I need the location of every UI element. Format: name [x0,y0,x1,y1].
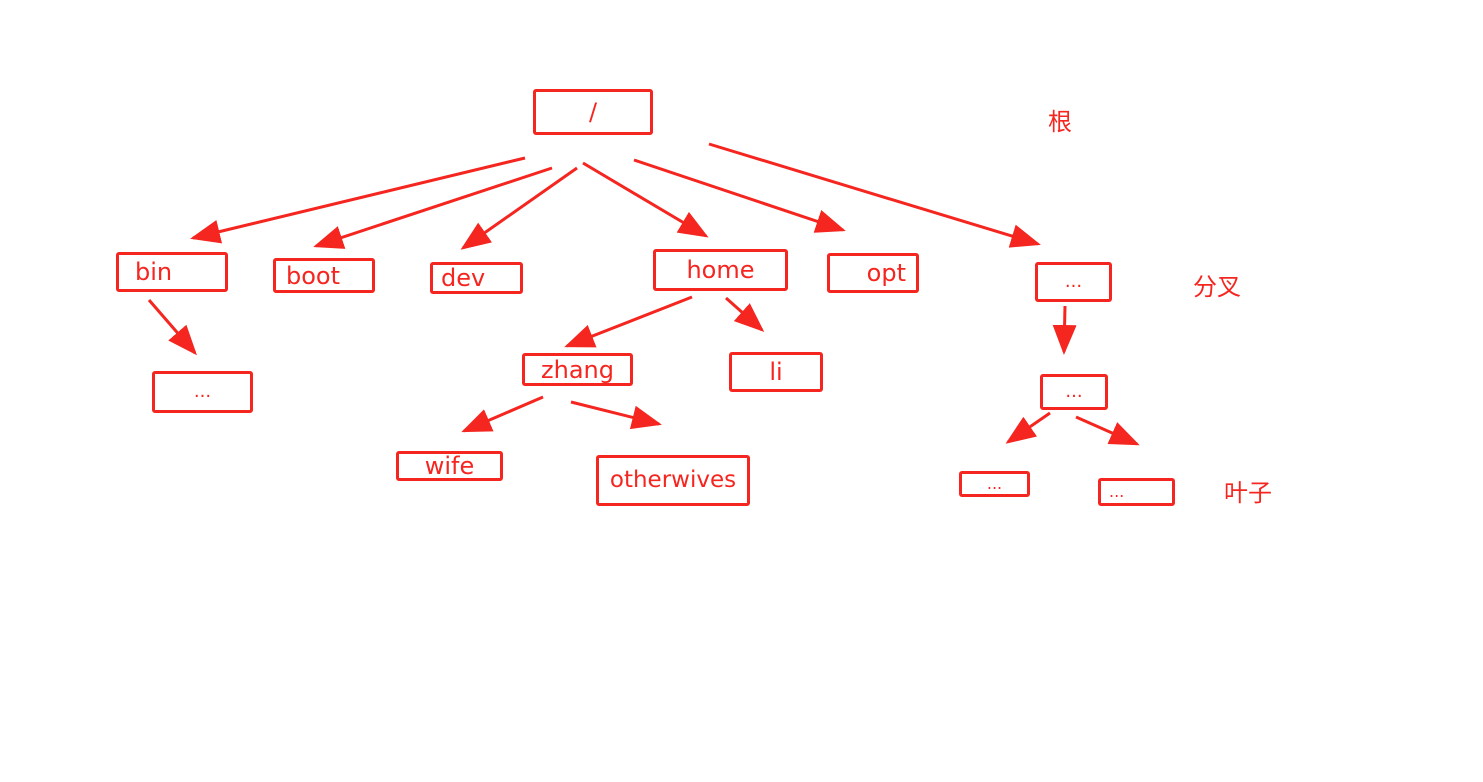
home-node: home [653,249,788,291]
more-child-node-label: ... [1065,381,1083,402]
edge-bin-child [147,299,197,356]
more-node-label: ... [1064,271,1083,292]
edge-root-more [708,142,1041,248]
dev-node: dev [430,262,523,294]
more-leaf-right-node-label: ... [1109,482,1125,501]
more-leaf-left-node: ... [959,471,1030,497]
opt-node: opt [827,253,919,293]
edge-zhang-wife [461,395,544,433]
otherwives-node-label: otherwives [609,467,737,493]
root-node: / [533,89,653,135]
edge-child-leaf-left [1005,411,1051,444]
more-node: ... [1035,262,1112,302]
bin-node: bin [116,252,228,292]
more-leaf-left-node-label: ... [986,474,1003,493]
otherwives-node: otherwives [596,455,750,506]
boot-node: boot [273,258,375,293]
li-node: li [729,352,823,392]
bin-node-label: bin [135,258,173,286]
wife-node: wife [396,451,503,481]
li-node-label: li [769,358,783,386]
edge-root-home [582,161,709,238]
leaf-annotation: 叶子 [1224,479,1272,507]
more-child-node: ... [1040,374,1108,410]
edge-home-zhang [564,295,693,348]
edge-home-li [725,296,765,332]
branch-annotation: 分叉 [1193,273,1241,301]
bin-child-node-label: ... [193,381,212,402]
edge-zhang-otherwives [570,400,662,430]
edge-root-bin [190,156,526,244]
zhang-node: zhang [522,353,633,386]
bin-child-node: ... [152,371,253,413]
edge-root-dev [460,166,578,250]
more-leaf-right-node: ... [1098,478,1175,506]
opt-node-label: opt [866,259,906,287]
dev-node-label: dev [441,264,486,292]
zhang-node-label: zhang [541,355,614,384]
edge-root-boot [313,166,553,249]
edge-root-opt [633,158,846,233]
boot-node-label: boot [286,261,341,290]
edge-more-child [1052,305,1077,355]
edge-child-leaf-right [1075,415,1140,446]
home-node-label: home [686,256,755,284]
wife-node-label: wife [424,452,475,480]
root-annotation: 根 [1048,108,1072,136]
root-node-label: / [588,98,598,126]
